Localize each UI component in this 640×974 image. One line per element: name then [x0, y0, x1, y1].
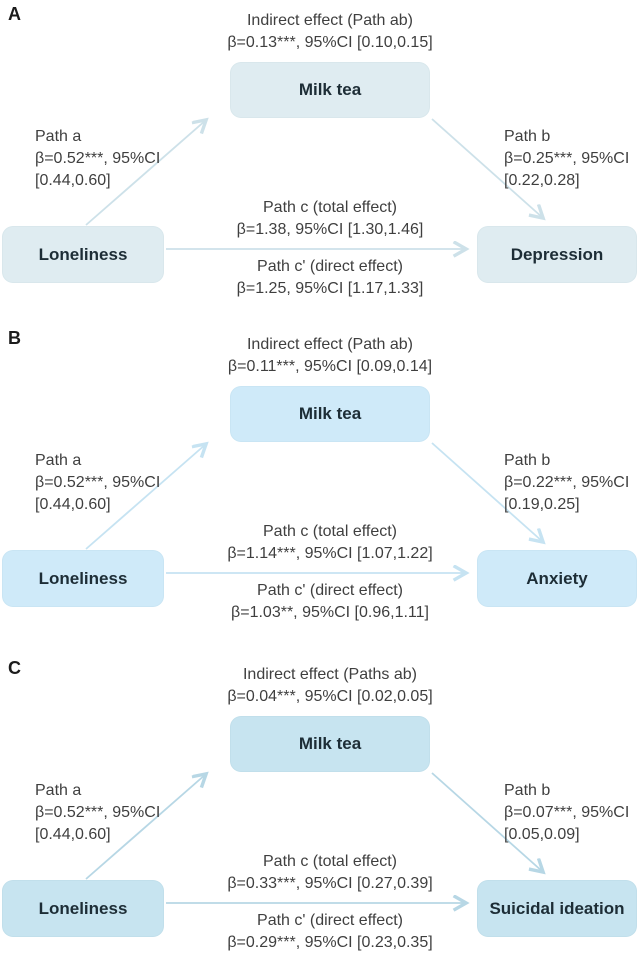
path-b-arrow — [431, 118, 543, 218]
path-a-stat: β=0.52***, 95%CI — [35, 474, 161, 491]
outcome-node: Anxiety — [477, 550, 637, 607]
path-a-ci: [0.44,0.60] — [35, 172, 111, 189]
path-a-stat: β=0.52***, 95%CI — [35, 150, 161, 167]
panel-suicidal-ideation: C Indirect effect (Paths ab) β=0.04***, … — [0, 640, 640, 959]
panel-label: C — [8, 658, 22, 678]
indirect-effect-text: Indirect effect (Paths ab) β=0.04***, 95… — [120, 664, 540, 708]
predictor-node: Loneliness — [2, 550, 164, 607]
mediator-node: Milk tea — [230, 716, 430, 772]
indirect-effect-stat: β=0.13***, 95%CI [0.10,0.15] — [227, 34, 433, 51]
path-a-name: Path a — [35, 782, 82, 799]
path-c-prime-stat: β=0.29***, 95%CI [0.23,0.35] — [227, 934, 433, 951]
path-c-prime-stat: β=1.25, 95%CI [1.17,1.33] — [236, 280, 424, 297]
path-arrows — [85, 0, 640, 320]
path-a-stat: β=0.52***, 95%CI — [35, 804, 161, 821]
path-b-name: Path b — [504, 128, 551, 145]
path-b-label: Path b β=0.22***, 95%CI [0.19,0.25] — [504, 450, 640, 516]
outcome-node: Depression — [477, 226, 637, 283]
path-b-stat: β=0.07***, 95%CI — [504, 804, 630, 821]
path-c-title: Path c (total effect) — [263, 853, 397, 870]
path-c-prime-title: Path c' (direct effect) — [257, 258, 403, 275]
path-a-arrow — [85, 774, 206, 880]
indirect-effect-text: Indirect effect (Path ab) β=0.13***, 95%… — [120, 10, 540, 54]
mediator-node: Milk tea — [230, 62, 430, 118]
predictor-node: Loneliness — [2, 880, 164, 937]
panel-label: B — [8, 328, 22, 348]
indirect-effect-title: Indirect effect (Paths ab) — [242, 666, 417, 683]
indirect-effect-title: Indirect effect (Path ab) — [246, 336, 413, 353]
path-a-ci: [0.44,0.60] — [35, 826, 111, 843]
indirect-effect-stat: β=0.04***, 95%CI [0.02,0.05] — [227, 688, 433, 705]
path-arrows — [85, 654, 640, 974]
path-b-label: Path b β=0.07***, 95%CI [0.05,0.09] — [504, 780, 640, 846]
path-c-prime-title: Path c' (direct effect) — [257, 912, 403, 929]
panel-label: A — [8, 4, 22, 24]
path-a-arrow — [85, 444, 206, 550]
path-b-stat: β=0.22***, 95%CI — [504, 474, 630, 491]
path-arrows — [85, 324, 640, 644]
path-a-label: Path a β=0.52***, 95%CI [0.44,0.60] — [35, 780, 160, 846]
path-b-ci: [0.19,0.25] — [504, 496, 580, 513]
mediator-node: Milk tea — [230, 386, 430, 442]
path-c-prime-stat: β=1.03**, 95%CI [0.96,1.11] — [231, 604, 429, 621]
path-a-label: Path a β=0.52***, 95%CI [0.44,0.60] — [35, 126, 160, 192]
outcome-node: Suicidal ideation — [477, 880, 637, 937]
path-c-prime-title: Path c' (direct effect) — [257, 582, 403, 599]
path-c-stat: β=1.38, 95%CI [1.30,1.46] — [236, 221, 424, 238]
indirect-effect-text: Indirect effect (Path ab) β=0.11***, 95%… — [120, 334, 540, 378]
path-b-arrow — [431, 442, 543, 542]
path-a-name: Path a — [35, 128, 82, 145]
path-c-title: Path c (total effect) — [263, 523, 397, 540]
path-a-ci: [0.44,0.60] — [35, 496, 111, 513]
panel-depression: A Indirect effect (Path ab) β=0.13***, 9… — [0, 0, 640, 320]
path-a-name: Path a — [35, 452, 82, 469]
path-a-arrow — [85, 120, 206, 226]
panel-anxiety: B Indirect effect (Path ab) β=0.11***, 9… — [0, 320, 640, 640]
path-b-name: Path b — [504, 782, 551, 799]
predictor-node: Loneliness — [2, 226, 164, 283]
path-a-label: Path a β=0.52***, 95%CI [0.44,0.60] — [35, 450, 160, 516]
path-b-ci: [0.22,0.28] — [504, 172, 580, 189]
indirect-effect-title: Indirect effect (Path ab) — [246, 12, 413, 29]
path-b-label: Path b β=0.25***, 95%CI [0.22,0.28] — [504, 126, 640, 192]
path-b-stat: β=0.25***, 95%CI — [504, 150, 630, 167]
path-b-ci: [0.05,0.09] — [504, 826, 580, 843]
path-c-stat: β=0.33***, 95%CI [0.27,0.39] — [227, 875, 433, 892]
path-c-stat: β=1.14***, 95%CI [1.07,1.22] — [227, 545, 433, 562]
path-c-title: Path c (total effect) — [263, 199, 397, 216]
path-b-name: Path b — [504, 452, 551, 469]
path-b-arrow — [431, 772, 543, 872]
indirect-effect-stat: β=0.11***, 95%CI [0.09,0.14] — [227, 358, 433, 375]
